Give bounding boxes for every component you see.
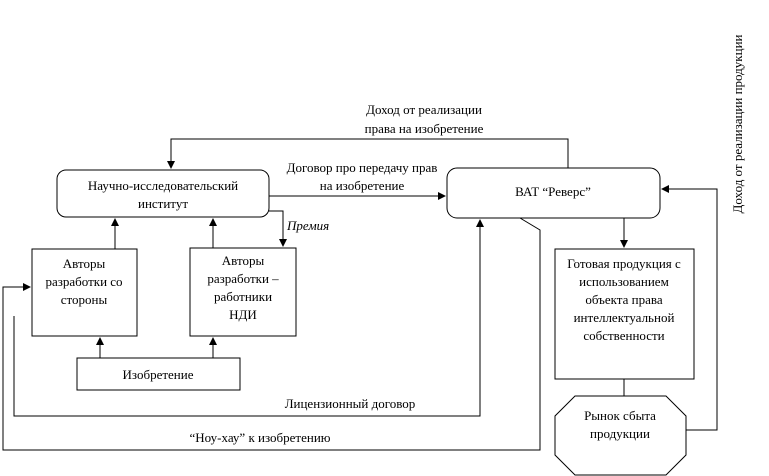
outside-authors-node: Авторы разработки со стороны <box>31 248 138 337</box>
outside-authors-line-3: стороны <box>61 292 108 307</box>
staff-authors-line-1: Авторы <box>222 253 265 268</box>
know-how-label: “Ноу-хау” к изобретению <box>190 430 331 445</box>
income-rights-label-line-2: права на изобретение <box>365 121 484 136</box>
income-rights-arrow <box>167 138 569 169</box>
know-how-arrow <box>2 217 541 451</box>
license-label: Лицензионный договор <box>285 396 416 411</box>
products-line-1: Готовая продукция с <box>567 256 681 271</box>
products-line-5: собственности <box>583 328 664 343</box>
license-arrow <box>13 219 484 417</box>
outside-authors-line-2: разработки со <box>45 274 122 289</box>
outside-authors-line-1: Авторы <box>63 256 106 271</box>
staff-authors-node: Авторы разработки – работники НДИ <box>189 247 297 337</box>
income-products-arrow <box>661 185 718 431</box>
market-line-1: Рынок сбыта <box>584 408 656 423</box>
bonus-label: Премия <box>286 218 329 233</box>
institute-label-line-1: Научно-исследовательский <box>88 178 238 193</box>
market-node: Рынок сбыта продукции <box>554 395 687 476</box>
invention-label: Изобретение <box>123 367 194 382</box>
products-node: Готовая продукция с использованием объек… <box>554 248 695 380</box>
income-rights-label-line-1: Доход от реализации <box>366 102 482 117</box>
staff-authors-line-3: работники <box>214 289 272 304</box>
staff-authors-line-2: разработки – <box>207 271 279 286</box>
invention-node: Изобретение <box>76 357 241 391</box>
company-node: ВАТ “Реверс” <box>446 167 661 219</box>
products-line-3: объекта права <box>585 292 662 307</box>
transfer-agreement-label-line-2: на изобретение <box>320 178 405 193</box>
income-products-label: Доход от реализации продукции <box>730 34 745 213</box>
bonus-arrow <box>269 210 287 247</box>
transfer-agreement-label-line-1: Договор про передачу прав <box>287 160 438 175</box>
products-line-2: использованием <box>579 274 669 289</box>
institute-node: Научно-исследовательский институт <box>56 169 270 218</box>
company-label: ВАТ “Реверс” <box>515 184 591 199</box>
institute-label-line-2: институт <box>138 196 188 211</box>
products-line-4: интеллектуальной <box>574 310 675 325</box>
staff-authors-line-4: НДИ <box>229 307 257 322</box>
market-line-2: продукции <box>590 426 650 441</box>
